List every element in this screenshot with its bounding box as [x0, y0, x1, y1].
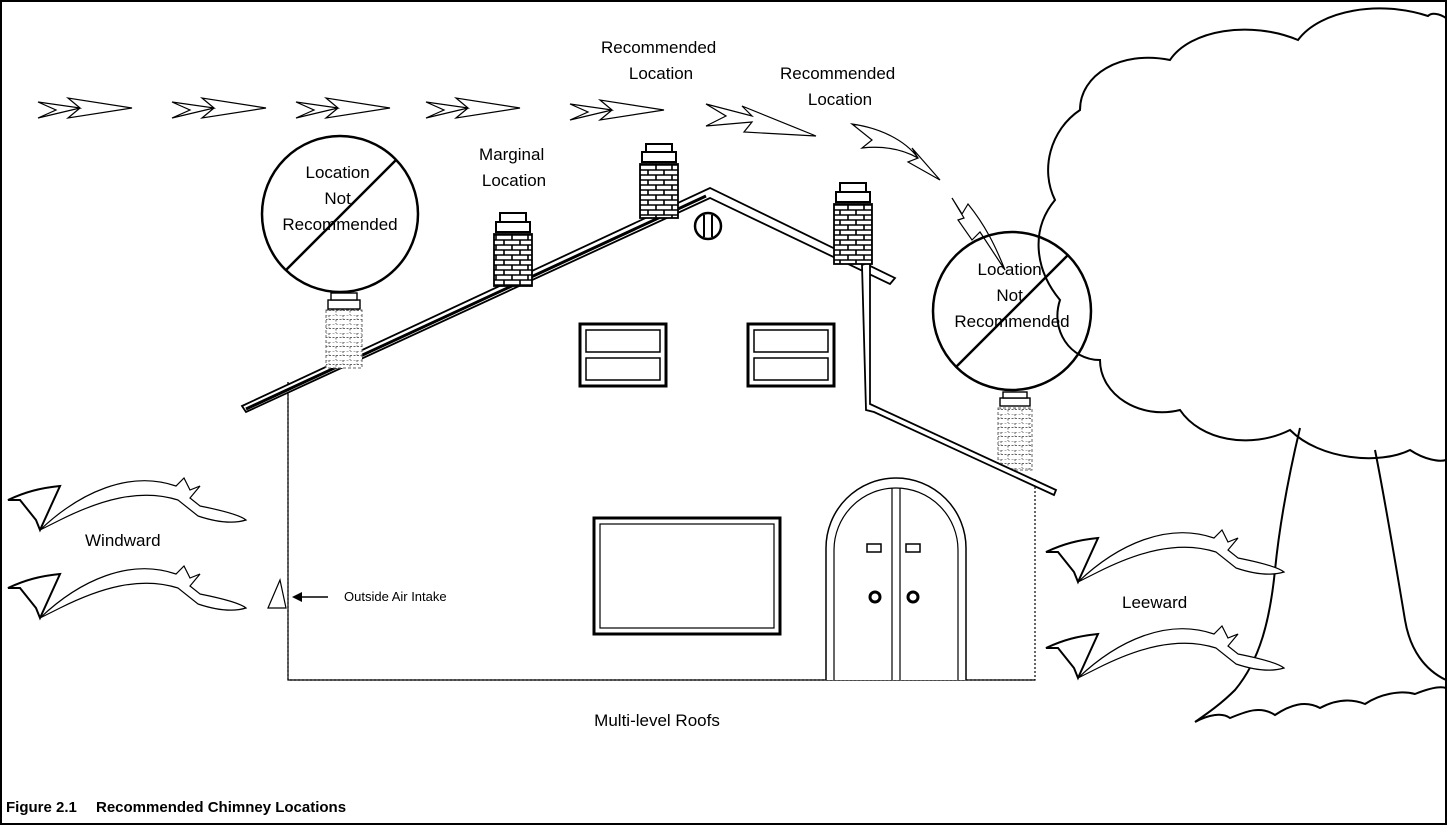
- figure-title: Recommended Chimney Locations: [96, 799, 346, 816]
- label-not-recommended-left: Location Not Recommended: [282, 163, 397, 234]
- label-windward: Windward: [85, 531, 161, 550]
- not-recommended-symbol-right: [931, 230, 1093, 392]
- house-illustration: [240, 187, 1058, 681]
- label-recommended-right: Recommended Location: [780, 64, 900, 109]
- windward-arrows: [7, 476, 248, 621]
- label-recommended-top: Recommended Location: [601, 38, 721, 83]
- wind-arrow-icon: [849, 123, 941, 181]
- not-recommended-symbol-left: [260, 134, 420, 294]
- main-roof: [240, 187, 897, 414]
- label-roof-type: Multi-level Roofs: [594, 711, 720, 730]
- wind-arrow-icon: [1045, 536, 1100, 585]
- wind-arrow-icon: [37, 97, 133, 119]
- front-window: [592, 516, 782, 636]
- chimney-marginal: [493, 212, 533, 287]
- wind-arrow-icon: [171, 97, 267, 119]
- wind-arrows-top: [37, 97, 1006, 271]
- chimney-recommended-ridge: [639, 143, 679, 219]
- label-leeward: Leeward: [1122, 593, 1187, 612]
- upper-window-right: [746, 322, 836, 388]
- attic-vent-icon: [693, 211, 723, 241]
- door-knob-icon: [868, 590, 882, 604]
- wind-arrow-icon: [7, 484, 62, 533]
- chimney-right-not-recommended: [997, 391, 1033, 471]
- chimney-left-not-recommended: [325, 292, 363, 369]
- tree-trunk: [1194, 427, 1447, 723]
- wind-arrow-icon: [569, 99, 665, 121]
- tree-illustration: [1037, 7, 1447, 723]
- wind-arrow-icon: [425, 97, 521, 119]
- label-not-recommended-right: Location Not Recommended: [954, 260, 1069, 331]
- figure-number: Figure 2.1: [6, 799, 77, 816]
- wind-arrow-icon: [7, 572, 62, 621]
- wind-arrow-icon: [705, 103, 817, 137]
- chimney-recommended-right: [833, 182, 873, 265]
- door-knob-icon: [906, 590, 920, 604]
- wind-arrow-icon: [1045, 632, 1100, 681]
- wind-arrow-icon: [295, 97, 391, 119]
- wind-arrow-icon: [951, 197, 1006, 271]
- upper-window-left: [578, 322, 668, 388]
- label-marginal: Marginal Location: [479, 145, 549, 190]
- tree-trunk: [1374, 449, 1447, 681]
- tree-crown: [1037, 7, 1447, 462]
- leeward-arrows: [1045, 528, 1286, 681]
- front-door: [825, 477, 967, 680]
- air-intake-vent-icon: [267, 578, 287, 609]
- label-air-intake: Outside Air Intake: [344, 589, 447, 604]
